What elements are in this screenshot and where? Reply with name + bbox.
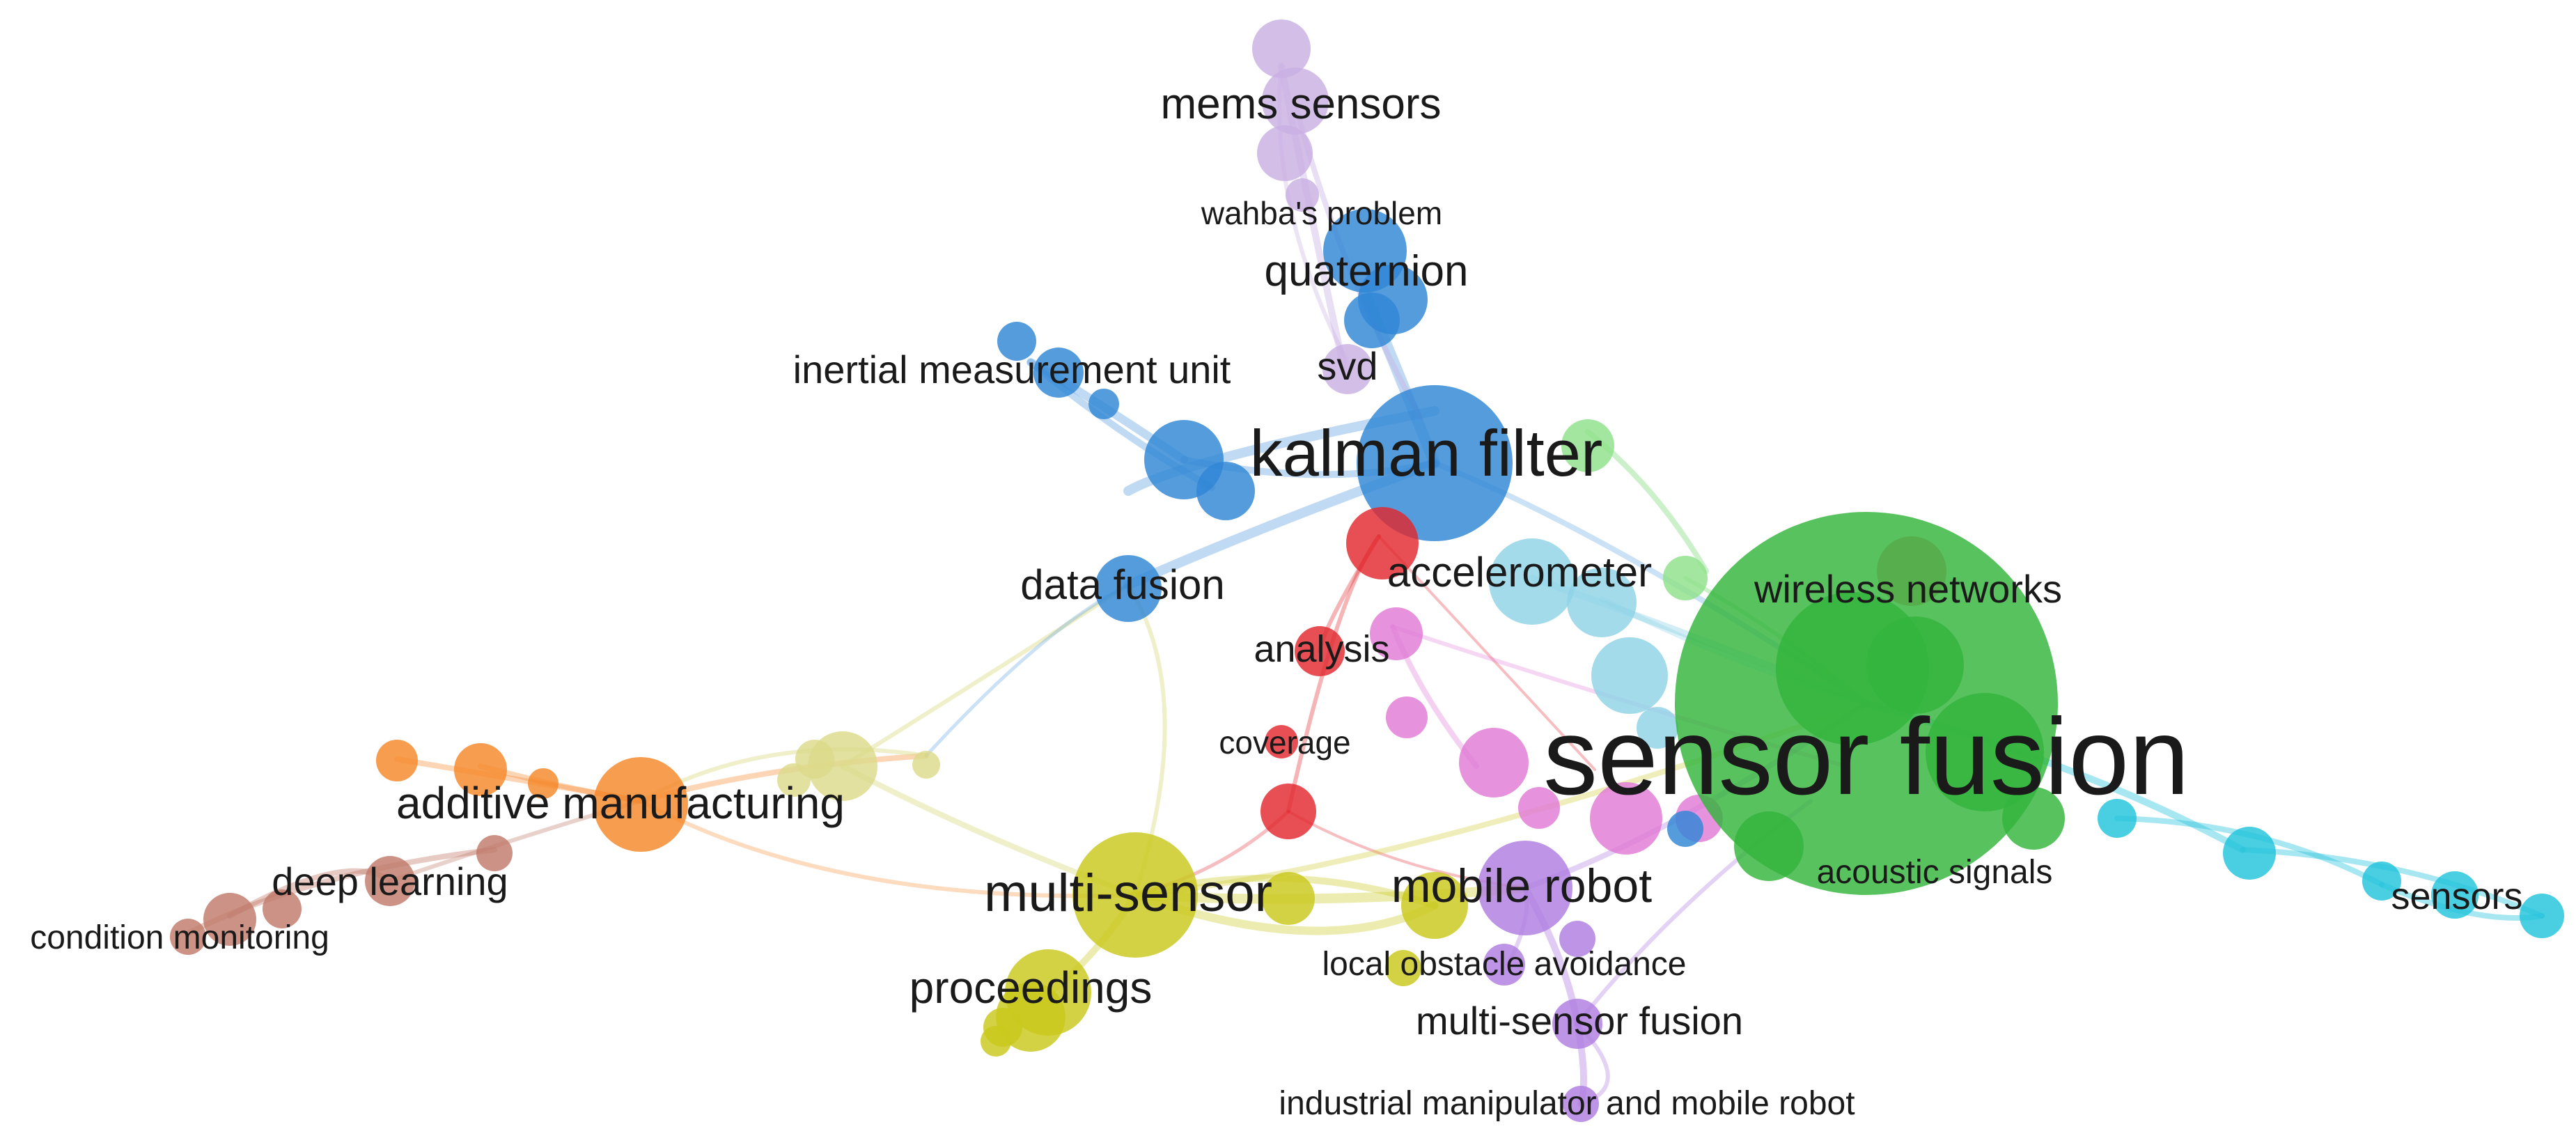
- node[interactable]: [528, 768, 559, 799]
- node-label: analysis: [1254, 628, 1389, 670]
- link: [924, 583, 1130, 758]
- node[interactable]: [1459, 728, 1529, 797]
- node[interactable]: [1370, 607, 1423, 660]
- link: [841, 583, 1130, 768]
- node[interactable]: [1322, 344, 1373, 394]
- node-label: kalman filter: [1250, 416, 1603, 490]
- node-label: wireless networks: [1754, 567, 2062, 611]
- node[interactable]: [1667, 811, 1703, 847]
- node[interactable]: [2098, 799, 2137, 838]
- node[interactable]: [1262, 872, 1315, 925]
- node[interactable]: [1518, 787, 1560, 829]
- node[interactable]: [365, 856, 415, 906]
- node[interactable]: [1257, 125, 1313, 181]
- node[interactable]: [1072, 832, 1198, 958]
- node[interactable]: [912, 751, 940, 779]
- node[interactable]: [1262, 68, 1329, 134]
- node-label: industrial manipulator and mobile robot: [1279, 1085, 1855, 1122]
- node[interactable]: [1483, 944, 1525, 986]
- node[interactable]: [454, 743, 507, 796]
- node[interactable]: [1344, 293, 1400, 348]
- node-label: sensor fusion: [1543, 696, 2189, 818]
- node[interactable]: [1357, 385, 1513, 541]
- node[interactable]: [1567, 568, 1637, 637]
- node[interactable]: [476, 835, 513, 871]
- node-label: svd: [1317, 344, 1377, 388]
- node[interactable]: [1478, 841, 1572, 935]
- node[interactable]: [777, 763, 811, 797]
- node-label: local obstacle avoidance: [1322, 946, 1686, 983]
- node-label: acoustic signals: [1817, 854, 2053, 891]
- node[interactable]: [376, 740, 418, 781]
- node[interactable]: [1401, 872, 1468, 939]
- node[interactable]: [1252, 20, 1311, 78]
- node[interactable]: [1561, 419, 1614, 472]
- node[interactable]: [1295, 626, 1345, 676]
- node[interactable]: [1095, 555, 1162, 622]
- node[interactable]: [1734, 811, 1804, 881]
- node-label: mems sensors: [1160, 80, 1441, 128]
- node[interactable]: [2362, 862, 2401, 901]
- network-labels: mems sensors wahba's problem quaternion …: [30, 80, 2522, 1122]
- node[interactable]: [1196, 462, 1255, 520]
- node[interactable]: [2520, 894, 2564, 938]
- node[interactable]: [203, 893, 256, 946]
- node[interactable]: [1663, 556, 1708, 600]
- node[interactable]: [1866, 616, 1964, 714]
- node[interactable]: [1088, 389, 1119, 419]
- node-label: deep learning: [272, 859, 508, 903]
- node-label: data fusion: [1020, 561, 1225, 608]
- node-label: wahba's problem: [1201, 195, 1442, 231]
- node[interactable]: [263, 889, 302, 928]
- node[interactable]: [1559, 921, 1595, 957]
- node[interactable]: [1385, 950, 1421, 986]
- node[interactable]: [2223, 827, 2276, 880]
- node[interactable]: [981, 1026, 1011, 1057]
- node[interactable]: [1591, 637, 1668, 714]
- node[interactable]: [2002, 787, 2065, 850]
- link: [639, 799, 1137, 898]
- node[interactable]: [1926, 693, 2044, 811]
- node-label: additive manufacturing: [396, 778, 845, 828]
- node[interactable]: [1386, 696, 1428, 738]
- node[interactable]: [1265, 725, 1298, 758]
- node[interactable]: [1033, 348, 1084, 398]
- node[interactable]: [1286, 178, 1319, 212]
- node[interactable]: [1260, 784, 1316, 839]
- node-label: mobile robot: [1391, 859, 1652, 912]
- node-label: accelerometer: [1387, 549, 1652, 595]
- node[interactable]: [1489, 538, 1575, 625]
- node-label: multi-sensor: [984, 864, 1272, 923]
- node-label: coverage: [1219, 724, 1350, 761]
- node[interactable]: [1552, 999, 1602, 1049]
- node[interactable]: [997, 322, 1036, 361]
- node-label: multi-sensor fusion: [1416, 999, 1743, 1043]
- node[interactable]: [1590, 782, 1662, 855]
- node[interactable]: [1637, 707, 1678, 749]
- node[interactable]: [1563, 1086, 1599, 1122]
- node[interactable]: [593, 757, 688, 852]
- node[interactable]: [1346, 507, 1419, 579]
- network-nodes: [170, 20, 2564, 1122]
- node-label: inertial measurement unit: [793, 348, 1231, 391]
- node-label: sensors: [2391, 875, 2522, 917]
- link: [1286, 534, 1381, 813]
- node[interactable]: [2431, 871, 2479, 919]
- node[interactable]: [170, 919, 206, 955]
- node-label: proceedings: [910, 963, 1153, 1013]
- node-label: condition monitoring: [30, 919, 329, 956]
- node-label: quaternion: [1264, 247, 1468, 295]
